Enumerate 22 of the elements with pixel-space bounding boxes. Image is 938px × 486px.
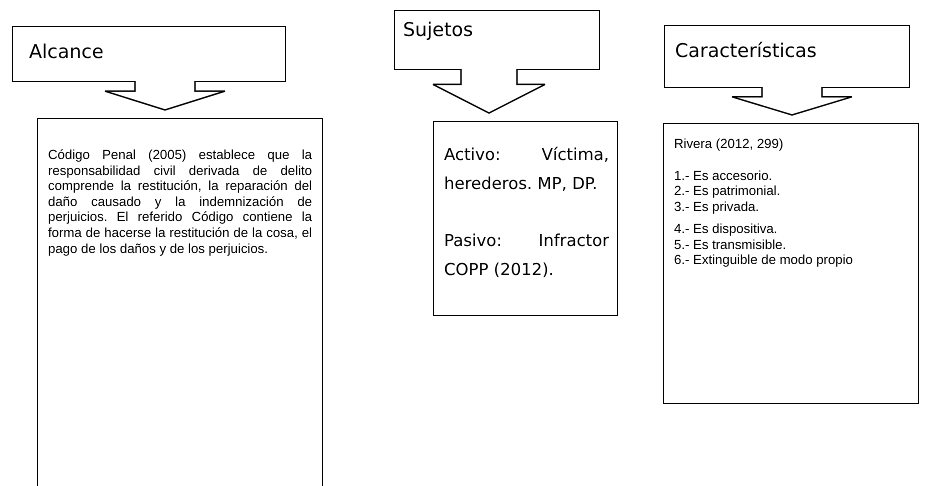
callout-arrow xyxy=(731,86,853,116)
list-item: 5.- Es transmisible. xyxy=(674,236,788,252)
list-item: 1.- Es accesorio. xyxy=(674,168,774,183)
list-item: 6.- Extinguible de modo propio xyxy=(674,252,854,268)
text-box xyxy=(37,118,323,486)
heading-label: Características xyxy=(675,40,817,62)
heading-box xyxy=(664,25,910,88)
paragraph: Pasivo: Infractor COPP (2012). xyxy=(444,230,609,281)
callout-arrow xyxy=(104,80,226,111)
heading-box xyxy=(12,26,286,82)
paragraph: Activo: Víctima, herederos. MP, DP. xyxy=(444,144,609,195)
callout-arrow xyxy=(432,68,546,114)
heading-label: Sujetos xyxy=(403,19,474,41)
heading-box xyxy=(394,10,600,70)
heading-label: Alcance xyxy=(29,41,104,63)
text-box xyxy=(663,123,919,404)
paragraph: Código Penal (2005) establece que la responsabilidad civil derivada de delito comprende la restitución, la reparación del daño causado y la indemnización de perjuicios. El referido Código contiene la forma de hacerse la restitución de la cosa, el pago de los daños y de los perjuicios. xyxy=(48,147,312,256)
source-text: Rivera (2012, 299) xyxy=(674,136,784,152)
list-item: 2.- Es patrimonial. xyxy=(674,183,782,198)
list-item: 3.- Es privada. xyxy=(674,198,760,214)
text-box xyxy=(433,121,618,316)
list-item: 4.- Es dispositiva. xyxy=(674,221,778,236)
